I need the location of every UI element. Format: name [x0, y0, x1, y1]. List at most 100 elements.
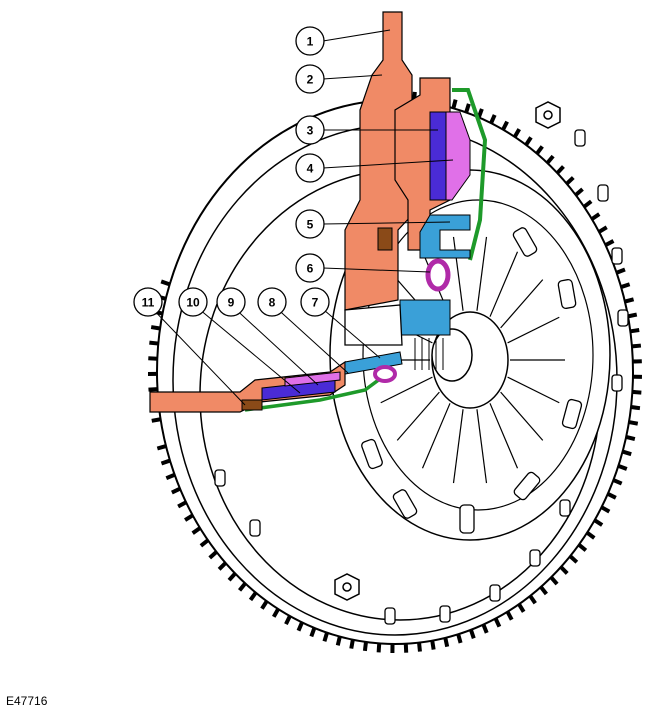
gear-tooth: [443, 637, 450, 648]
gear-tooth: [545, 154, 555, 165]
gear-tooth: [582, 199, 593, 209]
gear-tooth: [568, 554, 579, 564]
gear-tooth: [549, 575, 559, 586]
gear-tooth: [335, 636, 342, 646]
callout-label: 3: [307, 124, 314, 138]
gear-tooth: [512, 128, 521, 138]
callout-4: 4: [295, 153, 325, 183]
gear-tooth: [612, 478, 623, 486]
diaphragm-finger: [452, 409, 464, 484]
diaphragm-finger: [489, 403, 519, 469]
gear-tooth: [517, 603, 526, 613]
gear-tooth: [149, 340, 159, 346]
gear-tooth: [565, 176, 575, 186]
shaft-splines: [414, 338, 444, 370]
leader-lines: [147, 29, 454, 406]
gear-tooth: [617, 464, 628, 471]
gear-tooth: [630, 405, 641, 411]
gear-tooth: [208, 550, 218, 560]
callout-10: 10: [178, 287, 208, 317]
diaphragm-fingers: [375, 236, 565, 484]
callout-label: 9: [228, 296, 235, 310]
gear-tooth: [430, 640, 436, 650]
gear-tooth: [199, 538, 210, 548]
section-rivet: [377, 227, 393, 251]
gear-tooth: [624, 297, 635, 304]
gear-tooth: [469, 629, 476, 639]
gear-tooth: [577, 543, 588, 552]
gear-tooth: [574, 187, 584, 197]
gear-tooth: [165, 472, 176, 481]
pressure-plate: [329, 169, 611, 541]
section-friction-plate: [429, 111, 447, 201]
gear-tooth: [238, 582, 247, 592]
gear-tooth: [349, 639, 355, 649]
cross-section-lower: [149, 351, 403, 413]
crankshaft-stub: [344, 304, 403, 346]
gear-tooth: [248, 591, 258, 602]
gear-tooth: [489, 114, 497, 124]
gear-tooth: [625, 434, 636, 441]
gear-tooth: [559, 565, 569, 575]
callout-label: 4: [307, 162, 314, 176]
callout-6: 6: [295, 253, 325, 283]
gear-tooth: [555, 165, 565, 175]
gear-tooth: [630, 328, 640, 334]
gear-tooth: [628, 420, 639, 426]
gear-tooth: [476, 108, 484, 119]
gear-tooth: [160, 279, 171, 287]
gear-tooth: [272, 607, 280, 618]
callout-7: 7: [300, 287, 330, 317]
gear-tooth: [590, 212, 601, 221]
diaphragm-finger: [500, 391, 544, 441]
section-flywheel-lower: [149, 360, 346, 413]
callout-8: 8: [257, 287, 287, 317]
gear-tooth: [456, 633, 463, 644]
callout-1: 1: [295, 26, 325, 56]
callout-5: 5: [295, 209, 325, 239]
gear-tooth: [524, 136, 533, 147]
callout-label: 10: [186, 296, 200, 310]
section-rivet-lower: [241, 399, 263, 411]
section-seal-lower: [373, 365, 397, 383]
gear-tooth: [171, 486, 181, 495]
gear-tooth: [376, 643, 382, 653]
gear-tooth: [622, 449, 632, 457]
gear-tooth: [501, 120, 509, 131]
gear-tooth: [620, 282, 631, 289]
diaphragm-finger: [500, 279, 544, 329]
gear-tooth: [217, 561, 227, 571]
gear-tooth: [493, 617, 502, 628]
gear-tooth: [260, 600, 269, 610]
gear-tooth: [631, 343, 642, 349]
gear-tooth: [227, 572, 237, 582]
gear-tooth: [309, 627, 317, 638]
callout-label: 8: [269, 296, 276, 310]
pressure-plate-inner: [362, 199, 594, 511]
gear-tooth: [362, 641, 368, 652]
gear-tooth: [615, 267, 626, 275]
diaphragm-finger: [476, 236, 488, 311]
gear-tooth: [417, 642, 422, 652]
callout-label: 7: [312, 296, 319, 310]
gear-tooth: [177, 500, 187, 509]
gear-tooth: [184, 513, 194, 522]
callout-label: 6: [307, 262, 314, 276]
gear-tooth: [604, 239, 615, 247]
gear-tooth: [528, 594, 537, 605]
gear-tooth: [284, 615, 292, 626]
callout-2: 2: [295, 64, 325, 94]
gear-tooth: [539, 585, 548, 596]
gear-tooth: [585, 531, 596, 540]
gear-tooth: [632, 389, 642, 395]
gear-tooth: [296, 621, 304, 632]
gear-tooth: [148, 387, 158, 392]
gear-tooth: [606, 492, 617, 500]
gear-tooth: [535, 145, 544, 155]
gear-tooth: [151, 417, 161, 423]
pressure-plate-slots: [361, 227, 583, 534]
gear-tooth: [505, 610, 514, 621]
cross-section-upper: [344, 11, 488, 370]
gear-tooth: [593, 518, 604, 527]
callout-9: 9: [216, 287, 246, 317]
